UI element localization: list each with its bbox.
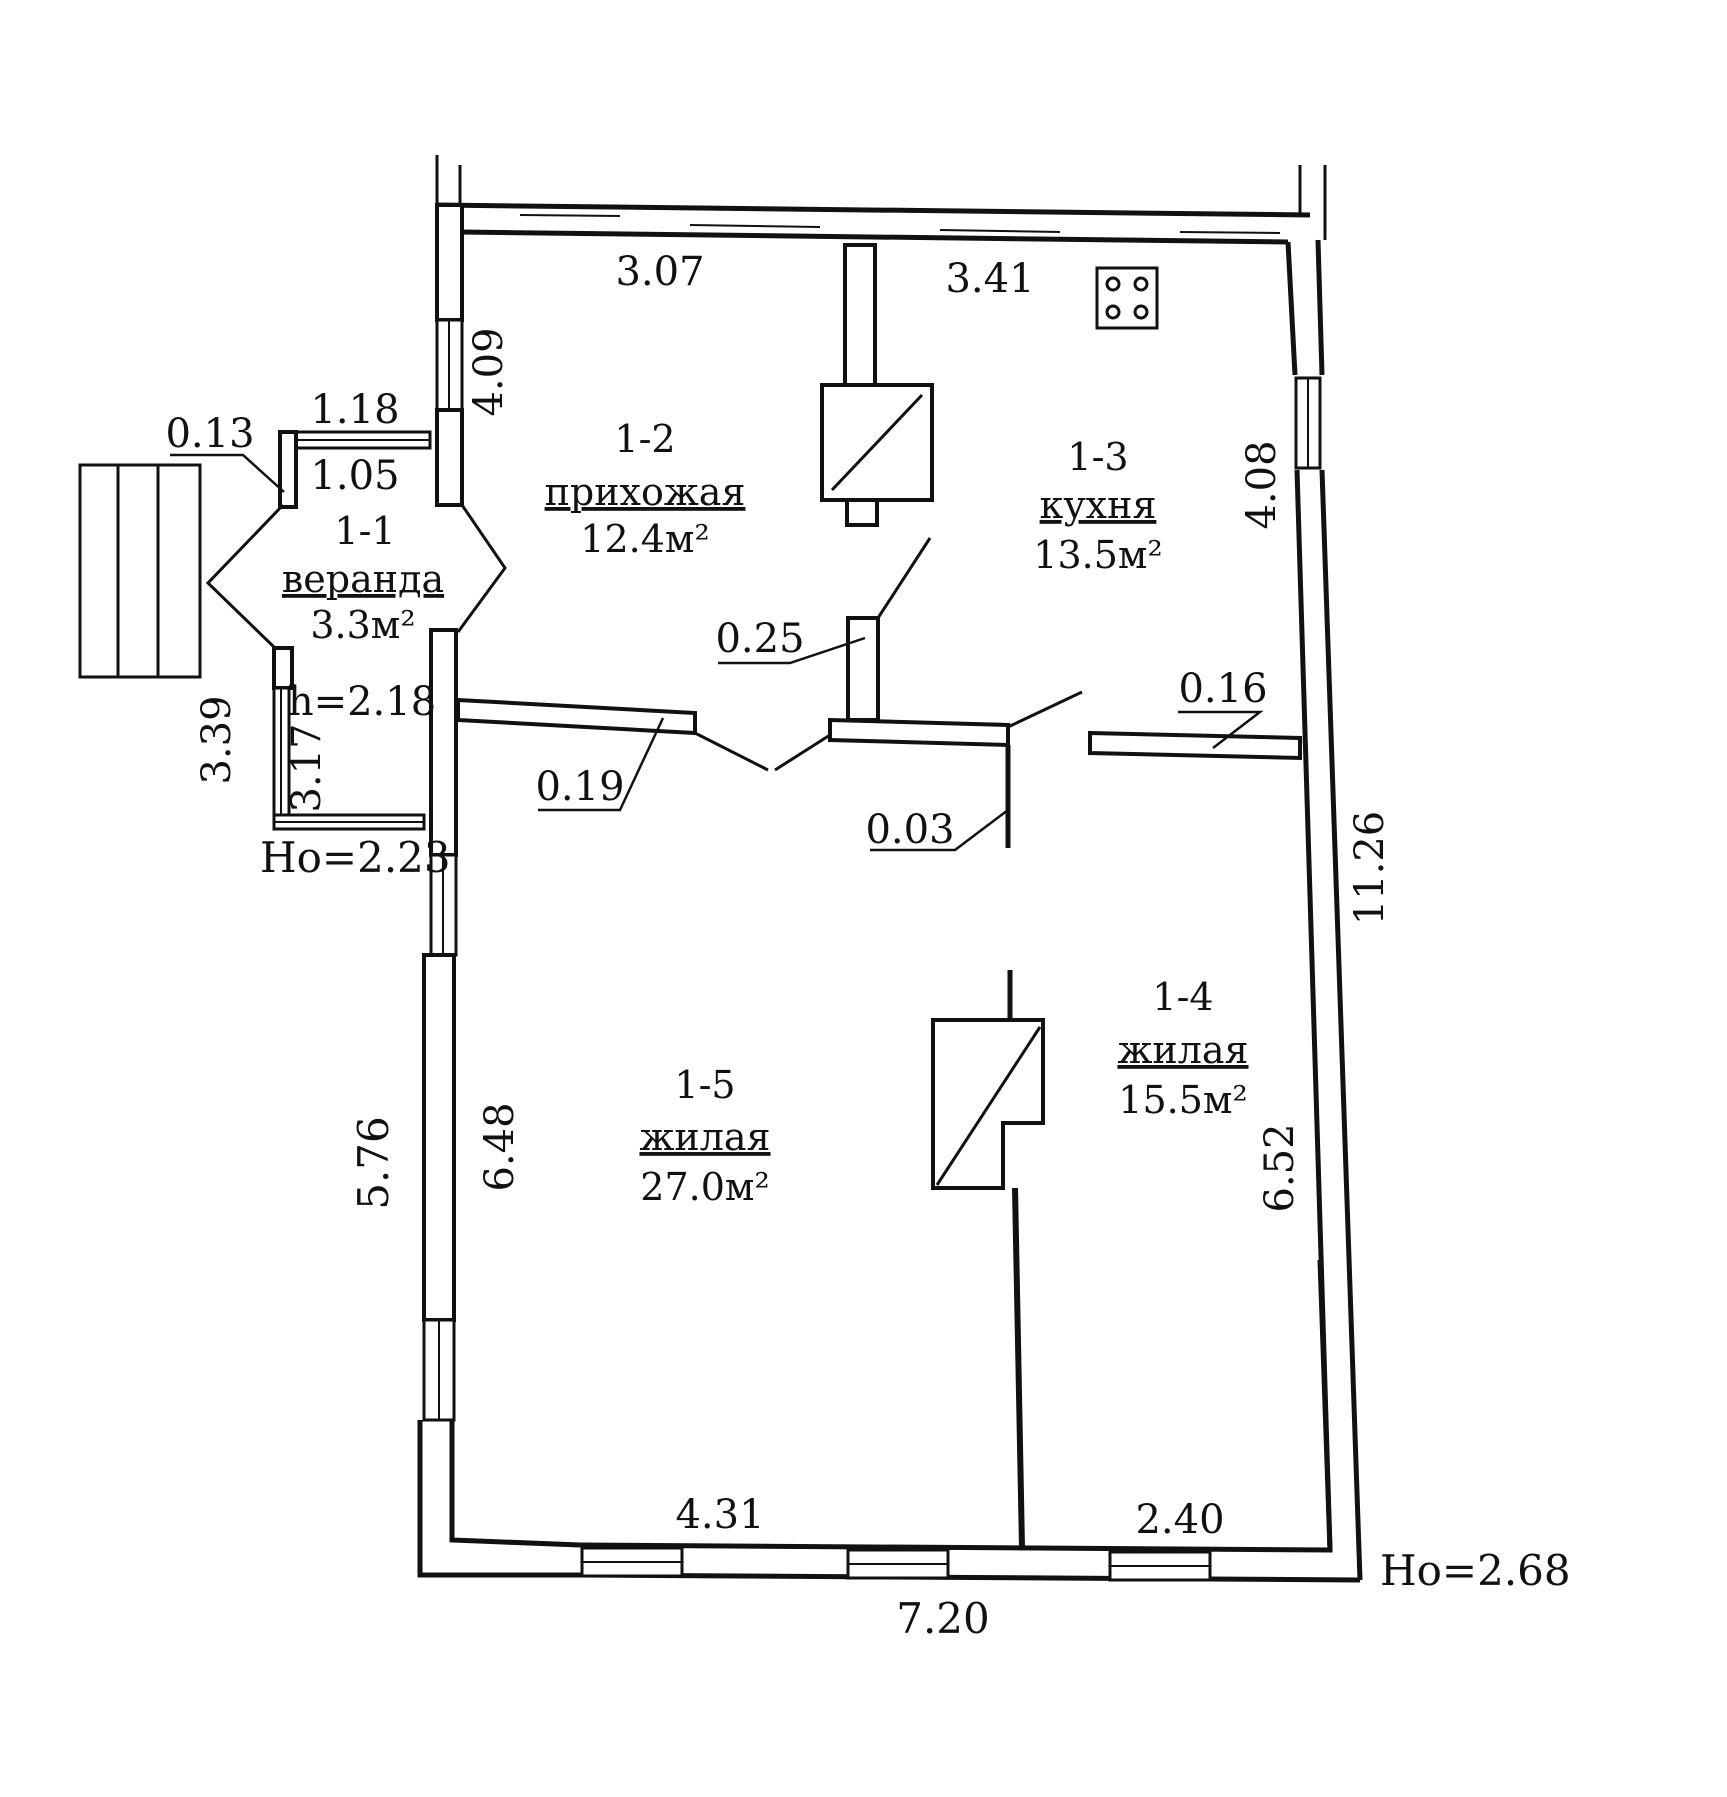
dimension-labels: 3.07 3.41 4.09 4.08 1.18 1.05 0.13 3.39 … xyxy=(165,249,1570,1643)
dim-partition-025: 0.25 xyxy=(715,616,804,662)
top-wall xyxy=(436,202,1311,218)
top-right-stub xyxy=(1298,165,1327,240)
room-id: 1-3 xyxy=(1067,435,1128,479)
cooktop-icon xyxy=(1095,266,1159,330)
top-wall-mark xyxy=(519,214,621,217)
room-name: веранда xyxy=(282,557,444,601)
leader-016 xyxy=(1178,710,1264,749)
room-1-4-label: 1-4 жилая 15.5м² xyxy=(1117,975,1248,1122)
leader-003 xyxy=(870,809,1009,852)
veranda xyxy=(78,430,507,831)
veranda-left-post-top xyxy=(278,430,298,509)
left-wall-bottom xyxy=(417,1420,581,1578)
room-id: 1-4 xyxy=(1152,975,1213,1019)
partition-top xyxy=(843,243,877,387)
dim-left-upper: 4.09 xyxy=(466,327,512,416)
top-wall-mark xyxy=(939,229,1061,233)
dim-veranda-top-outer: 1.18 xyxy=(310,387,399,433)
room-area: 27.0м² xyxy=(640,1165,769,1209)
room-name: прихожая xyxy=(545,470,746,514)
dim-bottom-right: 2.40 xyxy=(1135,1497,1224,1543)
veranda-door-left xyxy=(205,503,285,650)
stove-base xyxy=(845,498,879,527)
top-wall-mark xyxy=(689,224,821,228)
left-wall-upper-2 xyxy=(435,408,464,507)
room-1-5-label: 1-5 жилая 27.0м² xyxy=(639,1063,770,1209)
dim-left-lower-outer: 5.76 xyxy=(349,1116,398,1210)
room-id: 1-1 xyxy=(334,509,395,553)
dim-right-lower: 6.52 xyxy=(1257,1123,1303,1212)
room-area: 15.5м² xyxy=(1118,1078,1247,1122)
dim-veranda-wall: 0.13 xyxy=(165,411,254,457)
right-wall-upper xyxy=(1285,239,1325,376)
room-1-2-label: 1-2 прихожая 12.4м² xyxy=(545,417,746,561)
dim-veranda-base-height: Ho=2.23 xyxy=(260,833,451,882)
internal-walls xyxy=(456,243,1302,1549)
dim-partition-016: 0.16 xyxy=(1178,666,1267,712)
room-id: 1-2 xyxy=(614,417,675,461)
dim-right-upper: 4.08 xyxy=(1239,440,1285,529)
room-name: кухня xyxy=(1040,483,1157,527)
room-area: 3.3м² xyxy=(310,603,415,647)
bottom-wall-outer xyxy=(579,1572,1361,1583)
partition-post xyxy=(846,616,880,722)
leaders xyxy=(170,453,1264,852)
stove-2-diagonal xyxy=(935,1026,1042,1186)
partition-right xyxy=(1088,730,1302,761)
dim-veranda-side-inner: 3.17 xyxy=(284,723,330,812)
right-wall-lower xyxy=(1294,469,1363,1581)
dim-right-total: 11.26 xyxy=(1347,811,1393,926)
dim-bottom-total: 7.20 xyxy=(896,1594,990,1643)
stove-diagonal xyxy=(830,393,924,492)
top-wall-inner xyxy=(459,229,1289,245)
outer-walls xyxy=(417,155,1363,1583)
room-1-3-label: 1-3 кухня 13.5м² xyxy=(1033,435,1162,577)
kitchen-door xyxy=(876,537,932,619)
room-name: жилая xyxy=(639,1115,770,1159)
left-wall-lower xyxy=(422,953,456,1322)
room-id: 1-5 xyxy=(674,1063,735,1107)
dim-veranda-height: h=2.18 xyxy=(288,679,436,725)
stove xyxy=(820,383,934,527)
leader-013 xyxy=(170,453,285,493)
room-area: 13.5м² xyxy=(1033,533,1162,577)
left-wall-upper xyxy=(435,203,464,322)
dim-veranda-top-inner: 1.05 xyxy=(310,453,399,499)
left-wall-middle xyxy=(429,628,458,857)
leader-019 xyxy=(538,717,665,812)
top-wall-mark xyxy=(1179,231,1281,234)
stairs xyxy=(78,463,202,679)
dim-top-left: 3.07 xyxy=(615,249,704,295)
partition-center xyxy=(828,717,1010,748)
dim-partition-019: 0.19 xyxy=(535,764,624,810)
stairs-outline xyxy=(78,463,202,679)
veranda-door-right xyxy=(456,504,507,633)
dim-veranda-side-outer: 3.39 xyxy=(194,695,240,784)
dim-base-height: Ho=2.68 xyxy=(1380,1546,1571,1595)
room-area: 12.4м² xyxy=(580,517,709,561)
partition-lower xyxy=(1012,1187,1025,1549)
dim-bottom-left: 4.31 xyxy=(675,1492,764,1538)
dim-left-lower-inner: 6.48 xyxy=(477,1102,523,1191)
kitchen-door-2 xyxy=(1007,690,1083,729)
leader-025 xyxy=(718,636,866,665)
room-name: жилая xyxy=(1117,1028,1248,1072)
dim-top-right: 3.41 xyxy=(945,256,1034,302)
dim-partition-003: 0.03 xyxy=(865,807,954,853)
hall-door xyxy=(694,731,831,772)
room-1-1-label: 1-1 веранда 3.3м² xyxy=(282,509,444,647)
stove-2 xyxy=(931,1018,1045,1190)
